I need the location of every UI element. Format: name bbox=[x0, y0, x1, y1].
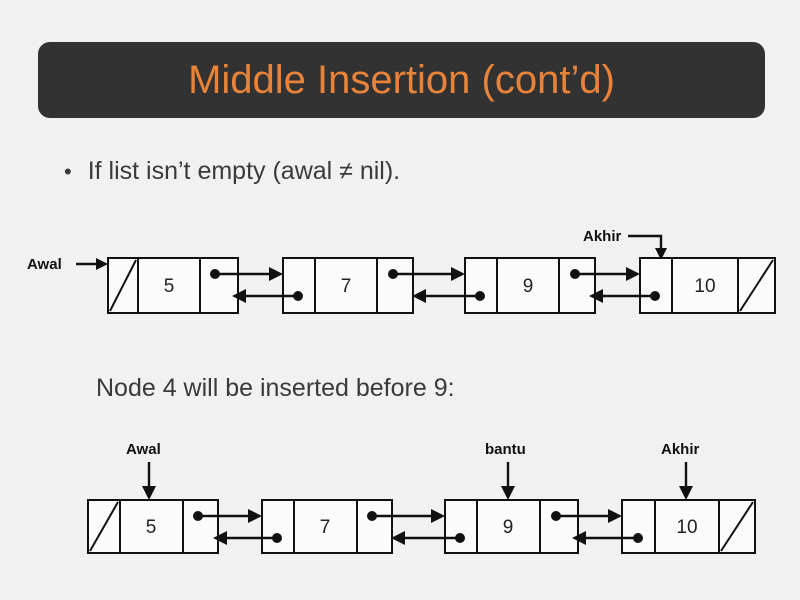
next-link-arrow bbox=[626, 267, 640, 281]
list-node: 10 bbox=[621, 499, 756, 554]
nil-slash-icon bbox=[89, 501, 119, 552]
slide-title-bar: Middle Insertion (cont’d) bbox=[38, 42, 765, 118]
bullet-item-label: If list isn’t empty (awal ≠ nil). bbox=[87, 157, 401, 185]
node-value: 9 bbox=[523, 276, 534, 297]
prev-link-arrow bbox=[589, 289, 603, 303]
nil-slash-icon bbox=[739, 259, 774, 312]
next-link-arrow bbox=[248, 509, 262, 523]
prev-link-arrow bbox=[412, 289, 426, 303]
bantu-arrow-head bbox=[501, 486, 515, 500]
linked-list-diagram-after: Awal bantu Akhir 5 bbox=[0, 428, 800, 568]
awal-arrow-head bbox=[96, 258, 108, 270]
pointer-label-akhir: Akhir bbox=[661, 441, 700, 458]
node-prev-cell bbox=[444, 499, 478, 554]
node-value: 9 bbox=[503, 517, 514, 538]
next-link-arrow bbox=[431, 509, 445, 523]
pointer-label-bantu: bantu bbox=[485, 441, 526, 458]
page-title: Middle Insertion (cont’d) bbox=[188, 57, 615, 102]
prev-link-arrow bbox=[572, 531, 586, 545]
node-value: 7 bbox=[341, 276, 352, 297]
pointer-label-akhir: Akhir bbox=[583, 228, 622, 245]
node-data-cell bbox=[671, 257, 739, 314]
bullet-marker-icon: • bbox=[64, 159, 72, 184]
list-node: 7 bbox=[282, 257, 414, 314]
nil-slash-icon bbox=[109, 259, 137, 312]
node-next-cell bbox=[558, 257, 596, 314]
node-next-cell bbox=[539, 499, 579, 554]
next-link-arrow bbox=[608, 509, 622, 523]
caption-text: Node 4 will be inserted before 9: bbox=[96, 374, 455, 402]
node-prev-cell bbox=[621, 499, 656, 554]
node-next-cell bbox=[376, 257, 414, 314]
bullet-list-item: • If list isn’t empty (awal ≠ nil). bbox=[64, 157, 400, 186]
akhir-arrow-head bbox=[679, 486, 693, 500]
node-prev-cell bbox=[261, 499, 295, 554]
node-data-cell bbox=[137, 257, 201, 314]
list-node: 10 bbox=[639, 257, 776, 314]
node-prev-cell bbox=[639, 257, 673, 314]
list-node: 5 bbox=[107, 257, 239, 314]
node-next-cell bbox=[199, 257, 239, 314]
pointer-label-awal: Awal bbox=[126, 441, 161, 458]
nil-slash-icon bbox=[720, 501, 754, 552]
prev-link-arrow bbox=[213, 531, 227, 545]
list-node: 9 bbox=[464, 257, 596, 314]
pointer-label-awal: Awal bbox=[27, 256, 62, 273]
list-node: 9 bbox=[444, 499, 579, 554]
node-value: 7 bbox=[320, 517, 331, 538]
node-data-cell bbox=[314, 257, 378, 314]
node-next-cell bbox=[182, 499, 219, 554]
akhir-arrow-head bbox=[655, 248, 667, 260]
list-node: 7 bbox=[261, 499, 393, 554]
list-node: 5 bbox=[87, 499, 219, 554]
next-link-arrow bbox=[269, 267, 283, 281]
node-value: 10 bbox=[676, 517, 697, 538]
node-prev-cell bbox=[464, 257, 498, 314]
node-data-cell bbox=[293, 499, 358, 554]
awal-arrow-head bbox=[142, 486, 156, 500]
prev-link-arrow bbox=[391, 531, 405, 545]
node-data-cell bbox=[119, 499, 184, 554]
prev-link-arrow bbox=[232, 289, 246, 303]
akhir-elbow-line bbox=[628, 234, 663, 252]
node-value: 10 bbox=[694, 276, 715, 297]
next-link-arrow bbox=[451, 267, 465, 281]
linked-list-diagram-before: Awal Akhir 5 7 bbox=[0, 222, 800, 332]
node-prev-cell bbox=[282, 257, 316, 314]
node-value: 5 bbox=[146, 517, 157, 538]
node-value: 5 bbox=[164, 276, 175, 297]
node-next-cell bbox=[356, 499, 393, 554]
